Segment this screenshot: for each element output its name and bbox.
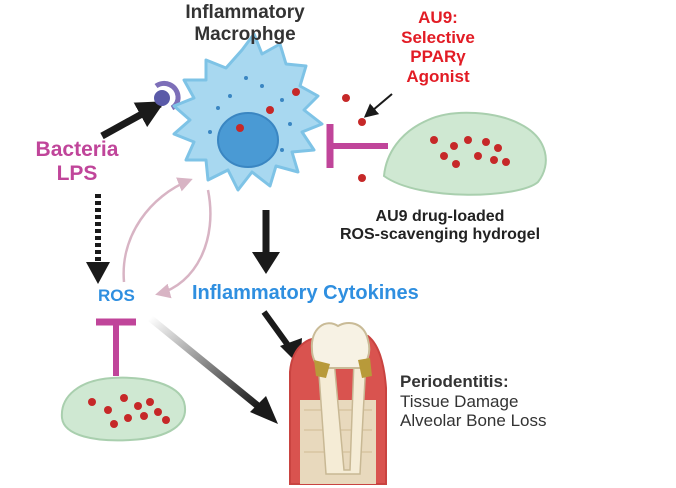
periodontitis-outcome: Periodentitis: Tissue Damage Alveolar Bo… bbox=[400, 372, 546, 431]
hydrogel-inhibits-macrophage bbox=[326, 124, 388, 168]
hydrogel-left-icon bbox=[60, 376, 187, 442]
tooth-gum-bone-icon bbox=[289, 322, 387, 485]
macrophage-title: Inflammatory Macrophge bbox=[185, 2, 305, 45]
periodontitis-heading: Periodentitis: bbox=[400, 372, 509, 391]
macrophage-icon bbox=[172, 32, 324, 192]
cytokines-to-tooth-arrow bbox=[261, 310, 293, 350]
ros-label: ROS bbox=[98, 286, 135, 305]
hydrogel-label: AU9 drug-loaded ROS-scavenging hydrogel bbox=[339, 208, 541, 244]
ros-to-macrophage-arrow bbox=[122, 177, 193, 283]
hydrogel-inhibits-ros bbox=[96, 318, 136, 376]
bone-loss-text: Alveolar Bone Loss bbox=[400, 411, 547, 431]
au9-label: AU9: Selective PPARγ Agonist bbox=[401, 8, 475, 86]
ros-to-tooth-arrow bbox=[147, 315, 261, 409]
lps-to-macrophage-arrow bbox=[100, 100, 165, 140]
hydrogel-right-icon bbox=[382, 111, 547, 196]
tissue-damage-text: Tissue Damage bbox=[400, 391, 519, 411]
bacteria-lps-label: Bacteria LPS bbox=[35, 138, 119, 186]
au9-pointer-arrow bbox=[363, 93, 393, 118]
inflammatory-cytokines-label: Inflammatory Cytokines bbox=[192, 282, 419, 304]
macrophage-to-ros-arrow bbox=[155, 189, 212, 299]
